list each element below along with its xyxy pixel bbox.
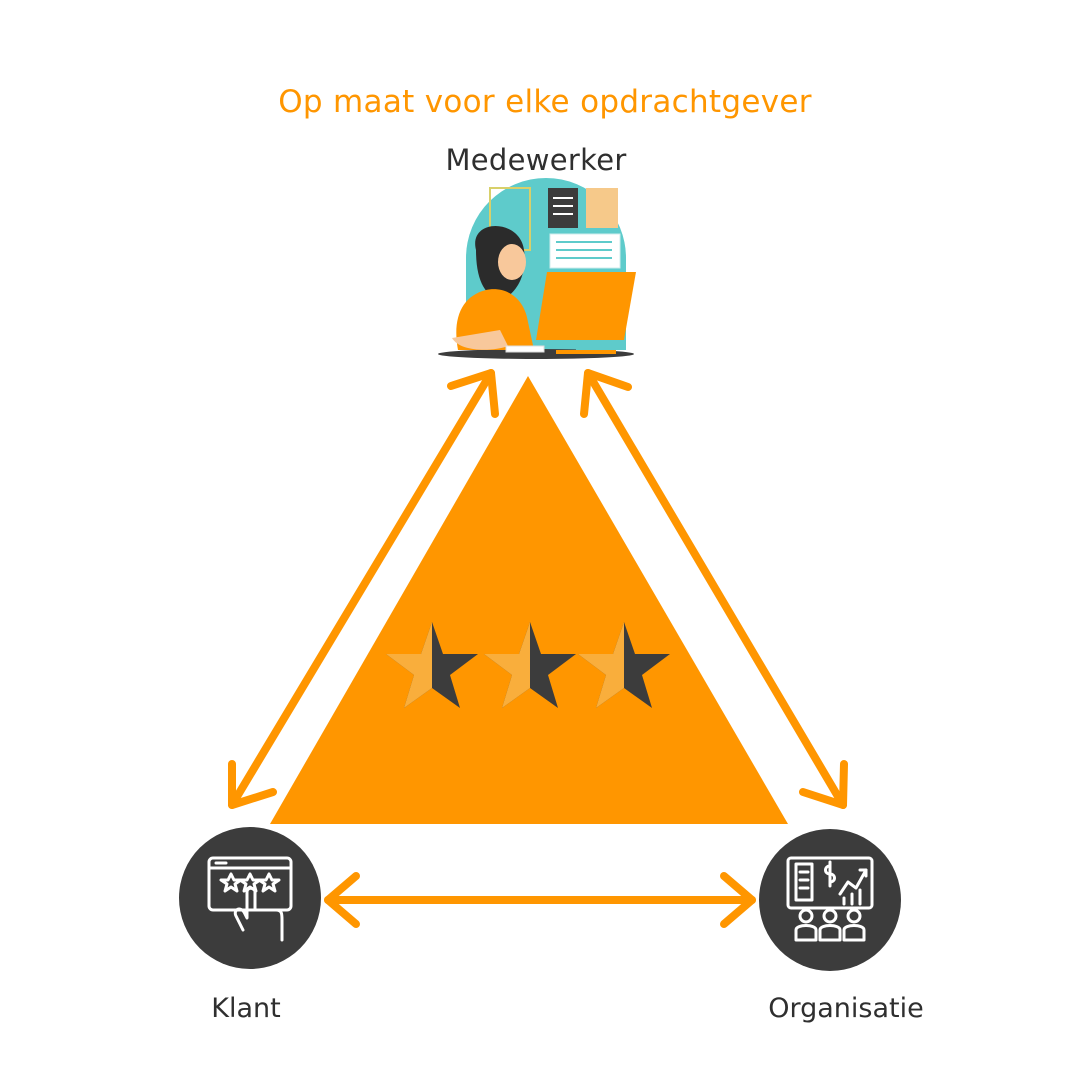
- star-icon: [578, 622, 670, 708]
- arrow-employee-organisation: [580, 369, 848, 809]
- node-label-organisation: Organisatie: [768, 993, 924, 1024]
- employee-at-desk-illustration: [438, 178, 636, 359]
- star-icon: [484, 622, 576, 708]
- business-growth-chart-icon: [786, 856, 874, 942]
- node-label-client: Klant: [211, 993, 281, 1024]
- star-icon: [386, 622, 478, 708]
- client-node: [179, 827, 321, 969]
- node-label-employee: Medewerker: [445, 143, 627, 177]
- arrow-client-organisation: [324, 872, 756, 928]
- organisation-node: [759, 829, 901, 971]
- page-title: Op maat voor elke opdrachtgever: [278, 84, 812, 120]
- arrow-employee-client: [228, 369, 499, 809]
- touchscreen-rating-icon: [207, 856, 293, 942]
- rating-stars: [386, 622, 670, 708]
- central-triangle: [270, 376, 788, 824]
